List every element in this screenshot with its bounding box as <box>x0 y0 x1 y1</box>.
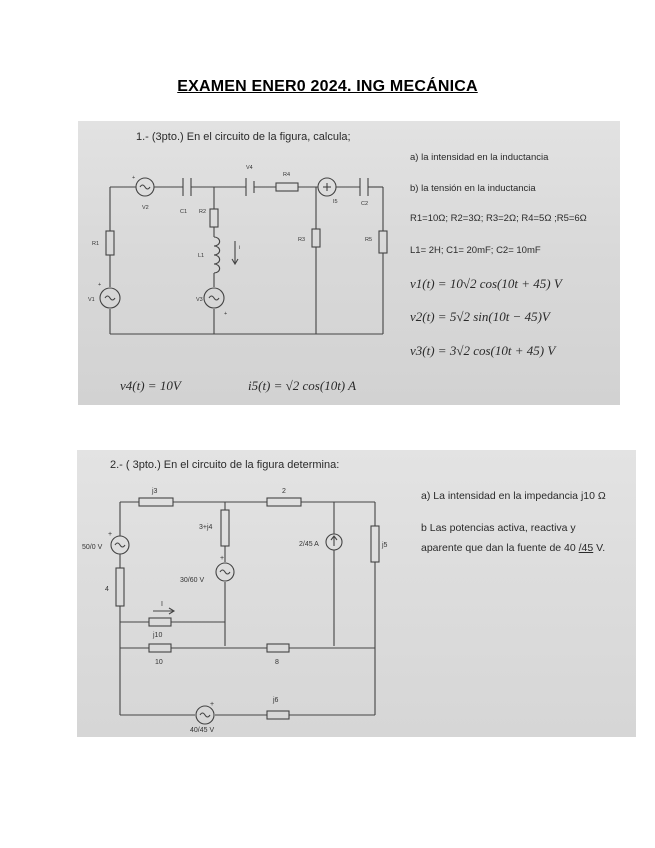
circuit1-diagram: + V2 C1 R2 V4 R4 I5 C2 R1 L1 i R3 R5 V1 … <box>88 165 388 335</box>
label-50-plus: + <box>108 531 112 538</box>
label-r5: R5 <box>365 237 372 243</box>
label-j10: j10 <box>152 632 162 639</box>
label-50-0v: 50/0 V <box>82 544 103 551</box>
label-i: i <box>239 245 240 251</box>
question-b-angle: /45 <box>578 542 594 554</box>
label-l1: L1 <box>198 253 204 259</box>
problem1-elements: L1= 2H; C1= 20mF; C2= 10mF <box>410 245 541 256</box>
label-40-plus: + <box>210 701 214 708</box>
label-2: 2 <box>282 488 286 495</box>
label-40-45v: 40/45 V <box>190 727 214 734</box>
label-r3: R3 <box>298 237 305 243</box>
label-v3-plus: + <box>224 311 227 317</box>
label-v1-plus: + <box>98 282 101 288</box>
problem1-i5: i5(t) = √2 cos(10t) A <box>248 378 357 393</box>
label-10: 10 <box>155 659 163 666</box>
problem1-question-a: a) la intensidad en la inductancia <box>410 152 549 163</box>
label-current-i: I <box>161 601 163 608</box>
circuit2-diagram: j3 2 3+j4 j5 50/0 V + 30/60 V + 2/45 A 4… <box>82 488 388 734</box>
question-b-prefix: aparente que dan la fuente de 40 <box>421 542 579 554</box>
label-8: 8 <box>275 659 279 666</box>
label-j3: j3 <box>151 488 158 495</box>
label-v3: V3 <box>196 297 203 303</box>
label-v2: V2 <box>142 205 149 211</box>
label-v2-plus: + <box>132 175 135 181</box>
label-4: 4 <box>105 586 109 593</box>
label-r1: R1 <box>92 241 99 247</box>
problem2-photo: 2.- ( 3pto.) En el circuito de la figura… <box>77 450 636 737</box>
label-v4: V4 <box>246 165 253 171</box>
label-r4: R4 <box>283 172 290 178</box>
problem2-question-a: a) La intensidad en la impedancia j10 Ω <box>421 490 606 502</box>
label-3j4: 3+j4 <box>199 524 213 531</box>
exam-title: EXAMEN ENER0 2024. ING MECÁNICA <box>177 78 478 95</box>
label-30-60v: 30/60 V <box>180 577 204 584</box>
problem2-question-b-line2: aparente que dan la fuente de 40 /45 V. <box>421 542 605 554</box>
problem1-photo: 1.- (3pto.) En el circuito de la figura,… <box>78 121 620 405</box>
problem1-resistances: R1=10Ω; R2=3Ω; R3=2Ω; R4=5Ω ;R5=6Ω <box>410 213 587 224</box>
problem1-v3: v3(t) = 3√2 cos(10t + 45) V <box>410 343 556 358</box>
label-v1: V1 <box>88 297 95 303</box>
problem1-v1: v1(t) = 10√2 cos(10t + 45) V <box>410 276 562 291</box>
problem2-question-b-line1: b Las potencias activa, reactiva y <box>421 522 576 534</box>
label-c1: C1 <box>180 209 187 215</box>
question-b-suffix: V. <box>593 542 606 554</box>
problem1-v2: v2(t) = 5√2 sin(10t − 45)V <box>410 309 550 324</box>
problem1-heading: 1.- (3pto.) En el circuito de la figura,… <box>136 131 351 143</box>
label-r2: R2 <box>199 209 206 215</box>
label-j5: j5 <box>381 542 388 549</box>
problem1-question-b: b) la tensión en la inductancia <box>410 183 536 194</box>
label-2-45a: 2/45 A <box>299 541 319 548</box>
label-i5: I5 <box>333 199 338 205</box>
label-j6: j6 <box>272 697 279 704</box>
problem1-v4: v4(t) = 10V <box>120 378 181 393</box>
label-c2: C2 <box>361 201 368 207</box>
problem2-heading: 2.- ( 3pto.) En el circuito de la figura… <box>110 459 340 471</box>
label-30-plus: + <box>220 555 224 562</box>
